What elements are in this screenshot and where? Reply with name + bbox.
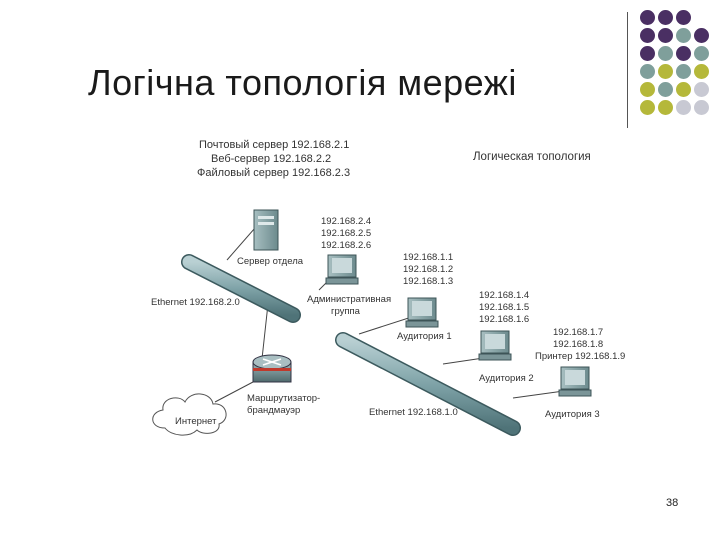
decor-dot	[658, 100, 673, 115]
decor-dot	[676, 28, 691, 43]
decor-dot	[694, 100, 709, 115]
admin-address: 192.168.1.3	[403, 276, 453, 287]
decor-dot	[640, 10, 655, 25]
server-icon	[253, 209, 279, 251]
aud2-address: Принтер 192.168.1.9	[535, 351, 625, 362]
diagram-heading: Логическая топология	[473, 151, 591, 163]
aud1-label: Аудитория 1	[397, 331, 452, 342]
aud2-label: Аудитория 2	[479, 373, 534, 384]
link-router-internet	[214, 381, 254, 403]
admin-address: 192.168.1.1	[403, 252, 453, 263]
servers-list-line: Файловый сервер 192.168.2.3	[197, 167, 350, 179]
decor-dot	[658, 10, 673, 25]
aud2-address: 192.168.1.8	[553, 339, 603, 350]
server-address: 192.168.2.6	[321, 240, 371, 251]
decor-dot	[694, 28, 709, 43]
decor-dot	[676, 82, 691, 97]
title-divider	[627, 12, 628, 128]
router-label: Маршрутизатор-	[247, 393, 320, 404]
decor-dot	[640, 46, 655, 61]
aud1-address: 192.168.1.4	[479, 290, 529, 301]
decor-dot	[658, 64, 673, 79]
workstation-icon	[478, 330, 512, 361]
servers-list-line: Почтовый сервер 192.168.2.1	[199, 139, 349, 151]
aud1-address: 192.168.1.5	[479, 302, 529, 313]
aud1-address: 192.168.1.6	[479, 314, 529, 325]
servers-list-line: Веб-сервер 192.168.2.2	[211, 153, 331, 165]
network-topology-diagram: Почтовый сервер 192.168.2.1 Веб-сервер 1…	[151, 139, 625, 436]
ethernet-2-label: Ethernet 192.168.2.0	[151, 297, 240, 308]
router-label: брандмауэр	[247, 405, 300, 416]
workstation-icon	[325, 254, 359, 285]
decor-dot	[658, 82, 673, 97]
workstation-icon	[558, 366, 592, 397]
internet-cloud-icon	[152, 393, 227, 436]
router-icon	[252, 354, 292, 383]
decor-dot	[676, 100, 691, 115]
ethernet-192-168-1-0-cable	[335, 332, 521, 436]
ethernet-192-168-2-0-cable	[181, 254, 301, 323]
admin-group-label: группа	[331, 306, 361, 317]
ethernet-1-label: Ethernet 192.168.1.0	[369, 407, 458, 418]
aud2-address: 192.168.1.7	[553, 327, 603, 338]
admin-address: 192.168.1.2	[403, 264, 453, 275]
decor-dot	[658, 28, 673, 43]
internet-label: Интернет	[175, 416, 217, 427]
decor-dot	[694, 64, 709, 79]
workstation-icon	[405, 297, 439, 328]
decor-dot	[676, 64, 691, 79]
dept-server-label: Сервер отдела	[237, 256, 304, 267]
page-number: 38	[666, 497, 679, 509]
server-address: 192.168.2.5	[321, 228, 371, 239]
server-address: 192.168.2.4	[321, 216, 371, 227]
decor-dot	[640, 64, 655, 79]
decor-dot	[694, 82, 709, 97]
slide-title: Логічна топологія мережі	[88, 62, 517, 103]
decor-dot	[676, 46, 691, 61]
decor-dot	[658, 46, 673, 61]
admin-group-label: Административная	[307, 294, 391, 305]
decor-dot	[676, 10, 691, 25]
link-dept-server	[226, 227, 256, 261]
decor-dot	[640, 82, 655, 97]
decor-dot	[640, 28, 655, 43]
decor-dot	[694, 46, 709, 61]
decor-dot	[640, 100, 655, 115]
aud3-label: Аудитория 3	[545, 409, 600, 420]
